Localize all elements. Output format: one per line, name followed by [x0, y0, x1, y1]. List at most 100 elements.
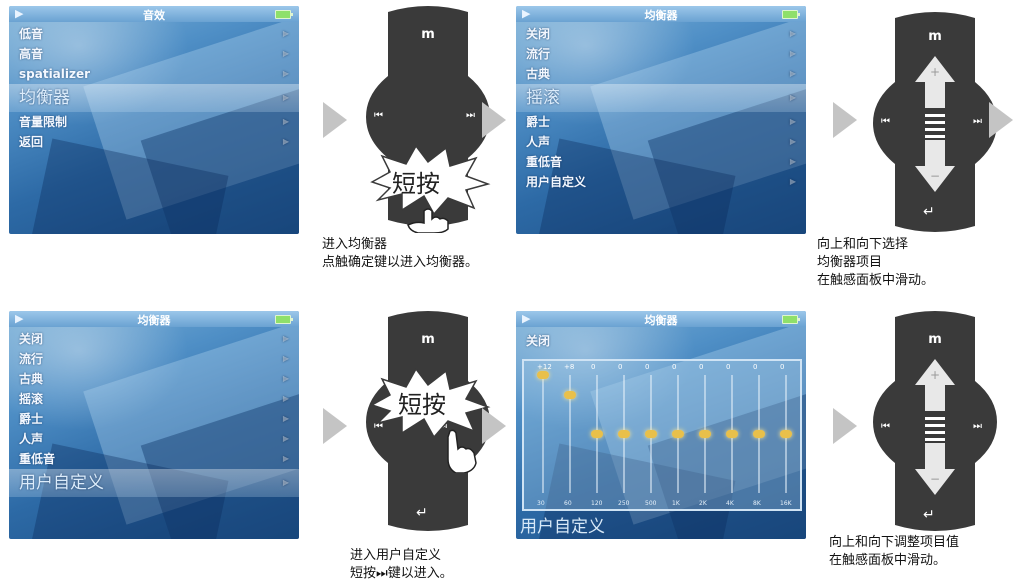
- eq-slider-knob[interactable]: [537, 371, 549, 379]
- battery-icon: [275, 10, 293, 19]
- eq-frequency-label: 1K: [672, 500, 680, 507]
- step-arrow-icon: [833, 408, 857, 444]
- menu-item[interactable]: 人声▶: [9, 429, 299, 449]
- play-icon: ▶: [15, 7, 24, 20]
- prev-icon[interactable]: ⏮: [374, 421, 383, 432]
- menu-item[interactable]: 古典▶: [9, 369, 299, 389]
- svg-text:+: +: [930, 368, 940, 382]
- eq-frequency-label: 120: [591, 500, 603, 507]
- eq-frequency-label: 8K: [753, 500, 761, 507]
- menu-item[interactable]: 关闭▶: [516, 24, 806, 44]
- eq-slider-knob[interactable]: [726, 430, 738, 438]
- remote-slide-vertical: m ⏮ ⏭ + − ↵: [873, 311, 997, 533]
- menu-item[interactable]: 流行▶: [516, 44, 806, 64]
- menu-key-icon[interactable]: m: [421, 27, 435, 42]
- step-arrow-icon: [833, 102, 857, 138]
- menu-key-icon[interactable]: m: [928, 332, 942, 347]
- eq-frequency-label: 16K: [780, 500, 792, 507]
- menu-item[interactable]: 低音▶: [9, 24, 299, 44]
- chevron-right-icon: ▶: [789, 117, 796, 126]
- next-icon[interactable]: ⏭: [466, 110, 475, 121]
- eq-slider-knob[interactable]: [645, 430, 657, 438]
- screen-title: 均衡器: [644, 314, 678, 327]
- menu-item[interactable]: 返回▶: [9, 132, 299, 152]
- eq-frequency-label: 4K: [726, 500, 734, 507]
- menu-item[interactable]: 音量限制▶: [9, 112, 299, 132]
- eq-frequency-label: 2K: [699, 500, 707, 507]
- chevron-right-icon: ▶: [282, 29, 289, 38]
- press-label: 短按: [398, 391, 446, 419]
- remote-slide-vertical: m ⏮ ⏭ + − ↵: [873, 12, 997, 234]
- menu-item-selected[interactable]: 摇滚▶: [516, 84, 806, 112]
- menu-item[interactable]: 爵士▶: [9, 409, 299, 429]
- remote-press-center: m ⏮ ⏭ 短按: [366, 6, 491, 233]
- menu-item[interactable]: 高音▶: [9, 44, 299, 64]
- battery-icon: [782, 315, 800, 324]
- eq-slider-knob[interactable]: [564, 390, 576, 399]
- menu-item[interactable]: 爵士▶: [516, 112, 806, 132]
- eq-level-label: 0: [753, 363, 758, 371]
- menu-item[interactable]: 关闭▶: [9, 329, 299, 349]
- up-down-arrow-icon[interactable]: + −: [913, 357, 957, 497]
- enter-key-icon[interactable]: ↵: [416, 505, 428, 521]
- menu-item[interactable]: 重低音▶: [516, 152, 806, 172]
- eq-slider-knob[interactable]: [753, 430, 765, 438]
- eq-slider-knob[interactable]: [780, 430, 792, 438]
- press-label: 短按: [392, 170, 440, 198]
- chevron-right-icon: ▶: [282, 354, 289, 363]
- menu-item[interactable]: spatializer▶: [9, 64, 299, 84]
- menu-item[interactable]: 重低音▶: [9, 449, 299, 469]
- svg-text:+: +: [930, 65, 940, 79]
- menu-item-selected[interactable]: 均衡器▶: [9, 84, 299, 112]
- enter-key-icon[interactable]: ↵: [923, 507, 935, 523]
- remote-press-next: m ⏮ ⏭ 短按 ↵: [366, 311, 491, 533]
- eq-slider-knob[interactable]: [591, 430, 603, 438]
- menu-item[interactable]: 用户自定义▶: [516, 172, 806, 192]
- eq-frequency-label: 500: [645, 500, 657, 507]
- caption-adjust-value: 向上和向下调整项目值 在触感面板中滑动。: [829, 535, 960, 568]
- chevron-right-icon: ▶: [789, 157, 796, 166]
- menu-item[interactable]: 流行▶: [9, 349, 299, 369]
- enter-key-icon[interactable]: ↵: [923, 204, 935, 220]
- step-arrow-icon: [482, 102, 506, 138]
- menu-list: 关闭▶ 流行▶ 古典▶ 摇滚▶ 爵士▶ 人声▶ 重低音▶ 用户自定义▶: [9, 329, 299, 497]
- eq-slider-knob[interactable]: [672, 430, 684, 438]
- eq-slider-track[interactable]: [542, 375, 544, 493]
- caption-enter-eq: 进入均衡器 点触确定键以进入均衡器。: [322, 237, 479, 270]
- chevron-right-icon: ▶: [282, 374, 289, 383]
- menu-key-icon[interactable]: m: [421, 332, 435, 347]
- eq-slider-track[interactable]: [569, 375, 571, 493]
- next-icon[interactable]: ⏭: [973, 116, 982, 127]
- chevron-right-icon: ▶: [282, 137, 289, 146]
- menu-list: 关闭▶ 流行▶ 古典▶ 摇滚▶ 爵士▶ 人声▶ 重低音▶ 用户自定义▶: [516, 24, 806, 192]
- device-screen-sound-effects: ▶ 音效 低音▶ 高音▶ spatializer▶ 均衡器▶ 音量限制▶ 返回▶: [9, 6, 299, 234]
- menu-item[interactable]: 古典▶: [516, 64, 806, 84]
- menu-item[interactable]: 人声▶: [516, 132, 806, 152]
- prev-icon[interactable]: ⏮: [881, 421, 890, 432]
- eq-level-label: +8: [564, 363, 575, 371]
- step-arrow-icon: [989, 102, 1013, 138]
- play-icon: ▶: [522, 312, 531, 325]
- prev-icon[interactable]: ⏮: [374, 110, 383, 121]
- menu-list: 低音▶ 高音▶ spatializer▶ 均衡器▶ 音量限制▶ 返回▶: [9, 24, 299, 152]
- chevron-right-icon: ▶: [789, 137, 796, 146]
- prev-icon[interactable]: ⏮: [881, 116, 890, 127]
- menu-key-icon[interactable]: m: [928, 29, 942, 44]
- chevron-right-icon: ▶: [789, 29, 796, 38]
- eq-level-label: 0: [780, 363, 785, 371]
- eq-slider-knob[interactable]: [618, 430, 630, 438]
- menu-item[interactable]: 摇滚▶: [9, 389, 299, 409]
- title-bar: ▶ 音效: [9, 6, 299, 22]
- eq-slider-knob[interactable]: [699, 430, 711, 438]
- chevron-right-icon: ▶: [282, 414, 289, 423]
- next-icon[interactable]: ⏭: [973, 421, 982, 432]
- menu-item-selected[interactable]: 用户自定义▶: [9, 469, 299, 497]
- title-bar: ▶ 均衡器: [516, 6, 806, 22]
- eq-level-label: 0: [645, 363, 650, 371]
- chevron-right-icon: ▶: [282, 49, 289, 58]
- caption-select-eq: 向上和向下选择 均衡器项目 在触感面板中滑动。: [817, 237, 935, 288]
- chevron-right-icon: ▶: [282, 478, 289, 487]
- up-down-arrow-icon[interactable]: + −: [913, 54, 957, 194]
